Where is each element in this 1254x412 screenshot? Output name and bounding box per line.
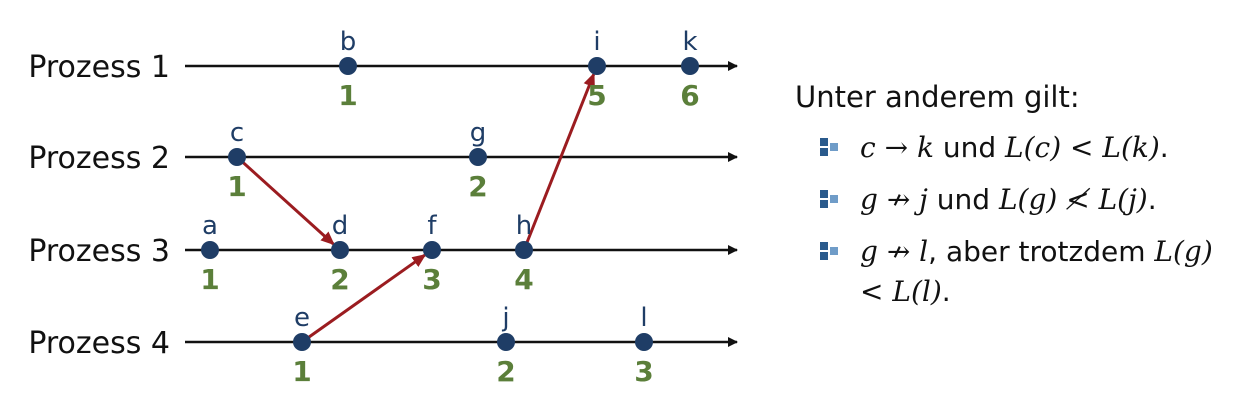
note-period: . [1147,183,1157,216]
note-relation: g ↛ l [860,235,929,268]
process-label: Prozess 4 [28,326,170,361]
lamport-clock-value: 5 [587,79,606,112]
notes-title: Unter anderem gilt: [795,80,1080,114]
note-clock-comparison: L(c) < L(k) [1005,131,1160,164]
event-name: b [340,27,357,57]
note-clock-comparison: L(g) ≮ L(j) [998,183,1148,216]
note-item: c → k und L(c) < L(k). [795,128,1245,168]
event-dot [515,241,533,259]
lamport-clock-value: 3 [634,355,653,388]
event-dot [681,57,699,75]
note-connector: und [927,183,999,216]
event-dot [469,148,487,166]
square-bullet-icon [820,138,838,156]
event-name: f [427,211,437,241]
lamport-clock-value: 2 [496,355,515,388]
note-text: g ↛ j und L(g) ≮ L(j). [860,180,1230,220]
event-dot [331,241,349,259]
square-bullet-icon [820,190,838,208]
lamport-clock-value: 3 [422,263,441,296]
process-timeline-diagram: Prozess 1 Prozess 2 Prozess 3 Prozess 4 b 1 i… [28,27,738,388]
event-dot [293,333,311,351]
process-label: Prozess 2 [28,141,170,176]
event-dot [497,333,515,351]
note-connector: und [933,131,1005,164]
lamport-clock-value: 1 [292,355,311,388]
lamport-clock-value: 1 [227,170,246,203]
lamport-clock-value: 4 [514,263,533,296]
event-name: j [501,303,509,333]
note-period: . [1159,131,1169,164]
note-text: c → k und L(c) < L(k). [860,128,1230,168]
square-bullet-icon [820,242,838,260]
event-dot [339,57,357,75]
event-name: h [516,211,532,241]
message-arrow [301,253,427,344]
event-name: k [682,27,697,57]
note-text: g ↛ l, aber trotzdem L(g) < L(l). [860,232,1230,312]
lamport-clock-value: 1 [338,79,357,112]
process-label: Prozess 1 [28,50,170,85]
event-dot [588,57,606,75]
event-name: e [294,303,310,333]
note-relation: g ↛ j [860,183,928,216]
lamport-clock-value: 2 [330,263,349,296]
event-name: i [593,27,600,57]
note-clock-comparison: L(g) < L(l) [860,235,1213,308]
event-dot [423,241,441,259]
event-name: l [640,303,647,333]
event-dot [201,241,219,259]
lamport-clock-value: 6 [680,79,699,112]
lamport-clock-value: 2 [468,170,487,203]
event-dot [228,148,246,166]
message-arrow [522,72,596,251]
note-period: . [941,275,951,308]
note-item: g ↛ l, aber trotzdem L(g) < L(l). [795,232,1245,312]
event-name: c [230,118,244,148]
lamport-clock-value: 1 [200,263,219,296]
note-relation: c → k [860,131,934,164]
notes-panel: Unter anderem gilt: c → k und L(c) < L(k… [795,80,1245,324]
note-connector: , aber trotzdem [928,235,1155,268]
event-name: d [332,211,349,241]
event-name: g [470,118,487,148]
event-name: a [202,211,218,241]
event-dot [635,333,653,351]
process-label: Prozess 3 [28,234,170,269]
message-arrow [235,155,335,246]
note-item: g ↛ j und L(g) ≮ L(j). [795,180,1245,220]
